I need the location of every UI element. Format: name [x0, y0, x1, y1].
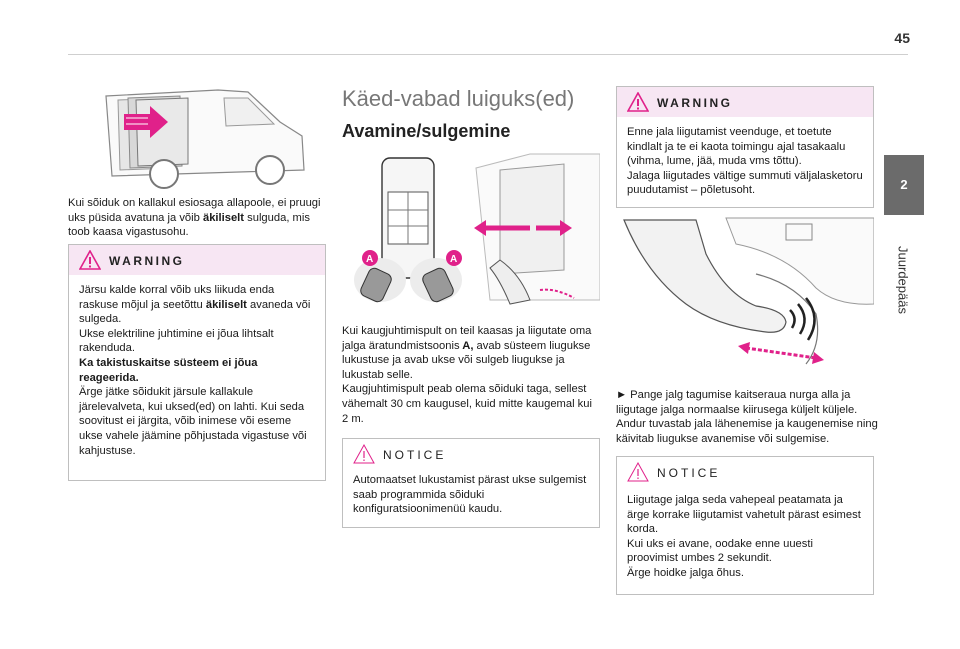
notice-icon	[353, 444, 375, 464]
warning-body: Enne jala liigutamist veenduge, et toetu…	[627, 126, 863, 197]
subsection-heading: Avamine/sulgemine	[342, 121, 511, 141]
header-rule	[68, 54, 908, 55]
notice-body: Liigutage jalga seda vahepeal peatamata …	[627, 494, 861, 579]
page-number: 45	[894, 30, 910, 46]
detection-zone-illustration: A A	[350, 150, 601, 314]
notice-box-2: NOTICE Liigutage jalga seda vahepeal pea…	[616, 456, 874, 595]
notice-body: Automaatset lukustamist pärast ukse sulg…	[353, 474, 587, 516]
warning-header: WARNING	[69, 245, 325, 275]
warning-title: WARNING	[657, 96, 733, 110]
warning-title: WARNING	[109, 254, 185, 268]
van-sliding-door-illustration	[98, 78, 310, 190]
chapter-tab[interactable]: 2	[884, 155, 924, 215]
warning-header: WARNING	[617, 87, 873, 117]
foot-step-instruction: ► Pange jalg tagumise kaitseraua nurga a…	[616, 389, 878, 445]
notice-box-1: NOTICE Automaatset lukustamist pärast uk…	[342, 438, 600, 528]
notice-title: NOTICE	[657, 466, 721, 480]
warning-icon	[627, 92, 649, 112]
zone-label-left: A	[366, 254, 373, 265]
notice-title: NOTICE	[383, 448, 447, 462]
intro-paragraph: Kui sõiduk on kallakul esiosaga allapool…	[68, 197, 321, 239]
warning-box: WARNING Järsu kalde korral võib uks liik…	[68, 244, 326, 481]
section-heading: Käed-vabad luiguks(ed)	[342, 86, 575, 111]
warning-box-2: WARNING Enne jala liigutamist veenduge, …	[616, 86, 874, 208]
zone-label-right: A	[450, 254, 457, 265]
hands-free-description: Kui kaugjuhtimispult on teil kaasas ja l…	[342, 325, 592, 425]
chapter-label: Juurdepääs	[895, 246, 911, 314]
foot-gesture-illustration	[616, 214, 875, 368]
notice-header: NOTICE	[617, 457, 873, 487]
notice-icon	[627, 462, 649, 482]
warning-body: Järsu kalde korral võib uks liikuda enda…	[79, 284, 311, 457]
warning-icon	[79, 250, 101, 270]
notice-header: NOTICE	[343, 439, 599, 469]
